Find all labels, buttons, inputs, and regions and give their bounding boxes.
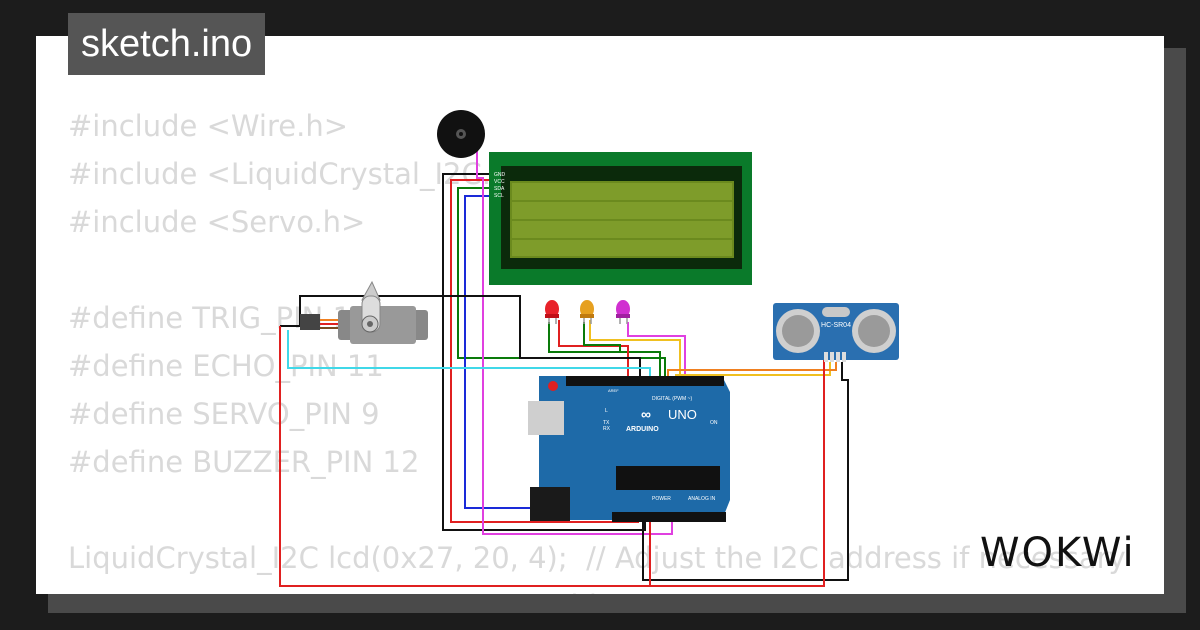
rx-led-label: RX: [603, 426, 611, 432]
code-line: #include <Wire.h>: [68, 109, 349, 143]
led-yellow[interactable]: [580, 300, 594, 324]
led-red[interactable]: [545, 300, 559, 324]
wire-lcd-sda: [457, 187, 666, 384]
svg-text:∞: ∞: [641, 406, 651, 422]
wire-led-red: [548, 322, 661, 384]
ultrasonic-sensor[interactable]: HC-SR04: [773, 303, 899, 362]
led-purple[interactable]: [616, 300, 630, 324]
board-model-label: UNO: [668, 407, 697, 422]
wire-led-yellow: [583, 322, 621, 352]
wire-sonar-gnd: [642, 362, 849, 581]
wire-buzzer: [476, 150, 673, 535]
wire-led-purple: [627, 322, 686, 384]
code-line: #define ECHO_PIN 11: [68, 349, 384, 383]
code-line: #include <Servo.h>: [68, 205, 366, 239]
aref-label: AREF: [608, 388, 619, 393]
digital-header-label: DIGITAL (PWM ~): [652, 396, 692, 402]
wire-lcd-gnd: [442, 173, 646, 531]
board-brand-label: ARDUINO: [626, 426, 659, 433]
power-header-label: POWER: [652, 496, 671, 502]
lcd-pin-scl: SCL: [494, 193, 504, 199]
preview-card: #include <Wire.h> #include <LiquidCrystal…: [36, 36, 1164, 594]
code-line: LiquidCrystal_I2C lcd(0x27, 20, 4); // A…: [68, 541, 1126, 575]
lcd-pin-gnd: GND: [494, 172, 506, 178]
sensor-model-label: HC-SR04: [821, 322, 851, 329]
code-line: Servo myServo; // Servo motor object: [68, 582, 1126, 594]
on-led-label: ON: [710, 420, 718, 426]
lcd-pin-vcc: VCC: [494, 179, 505, 185]
servo-motor[interactable]: [300, 280, 428, 344]
tx-led-label: TX: [603, 420, 610, 426]
buzzer[interactable]: [437, 110, 485, 158]
code-line: #include <LiquidCrystal_I2C.h>: [68, 157, 534, 191]
power-jack: [530, 487, 570, 521]
code-line: #define SERVO_PIN 9: [68, 397, 380, 431]
wire-led-yellow-anode: [589, 320, 681, 384]
wokwi-logo: WOKWi: [980, 530, 1136, 576]
wire-sonar-vcc: [649, 362, 825, 587]
lcd-pin-sda: SDA: [494, 186, 505, 192]
circuit-diagram: GND VCC SDA SCL: [279, 110, 899, 587]
analog-header-label: ANALOG IN: [688, 496, 716, 502]
code-line: #define BUZZER_PIN 12: [68, 445, 420, 479]
wokwi-logo-text: WOKWi: [980, 530, 1136, 576]
usb-port: [528, 401, 564, 435]
l-led-label: L: [605, 408, 608, 414]
arduino-uno[interactable]: ∞ UNO ARDUINO DIGITAL (PWM ~) POWER ANAL…: [528, 376, 730, 522]
reset-button: [548, 381, 558, 391]
file-tab[interactable]: sketch.ino: [68, 13, 266, 75]
lcd-display[interactable]: GND VCC SDA SCL: [489, 152, 752, 285]
code-editor: #include <Wire.h> #include <LiquidCrystal…: [68, 102, 1126, 594]
